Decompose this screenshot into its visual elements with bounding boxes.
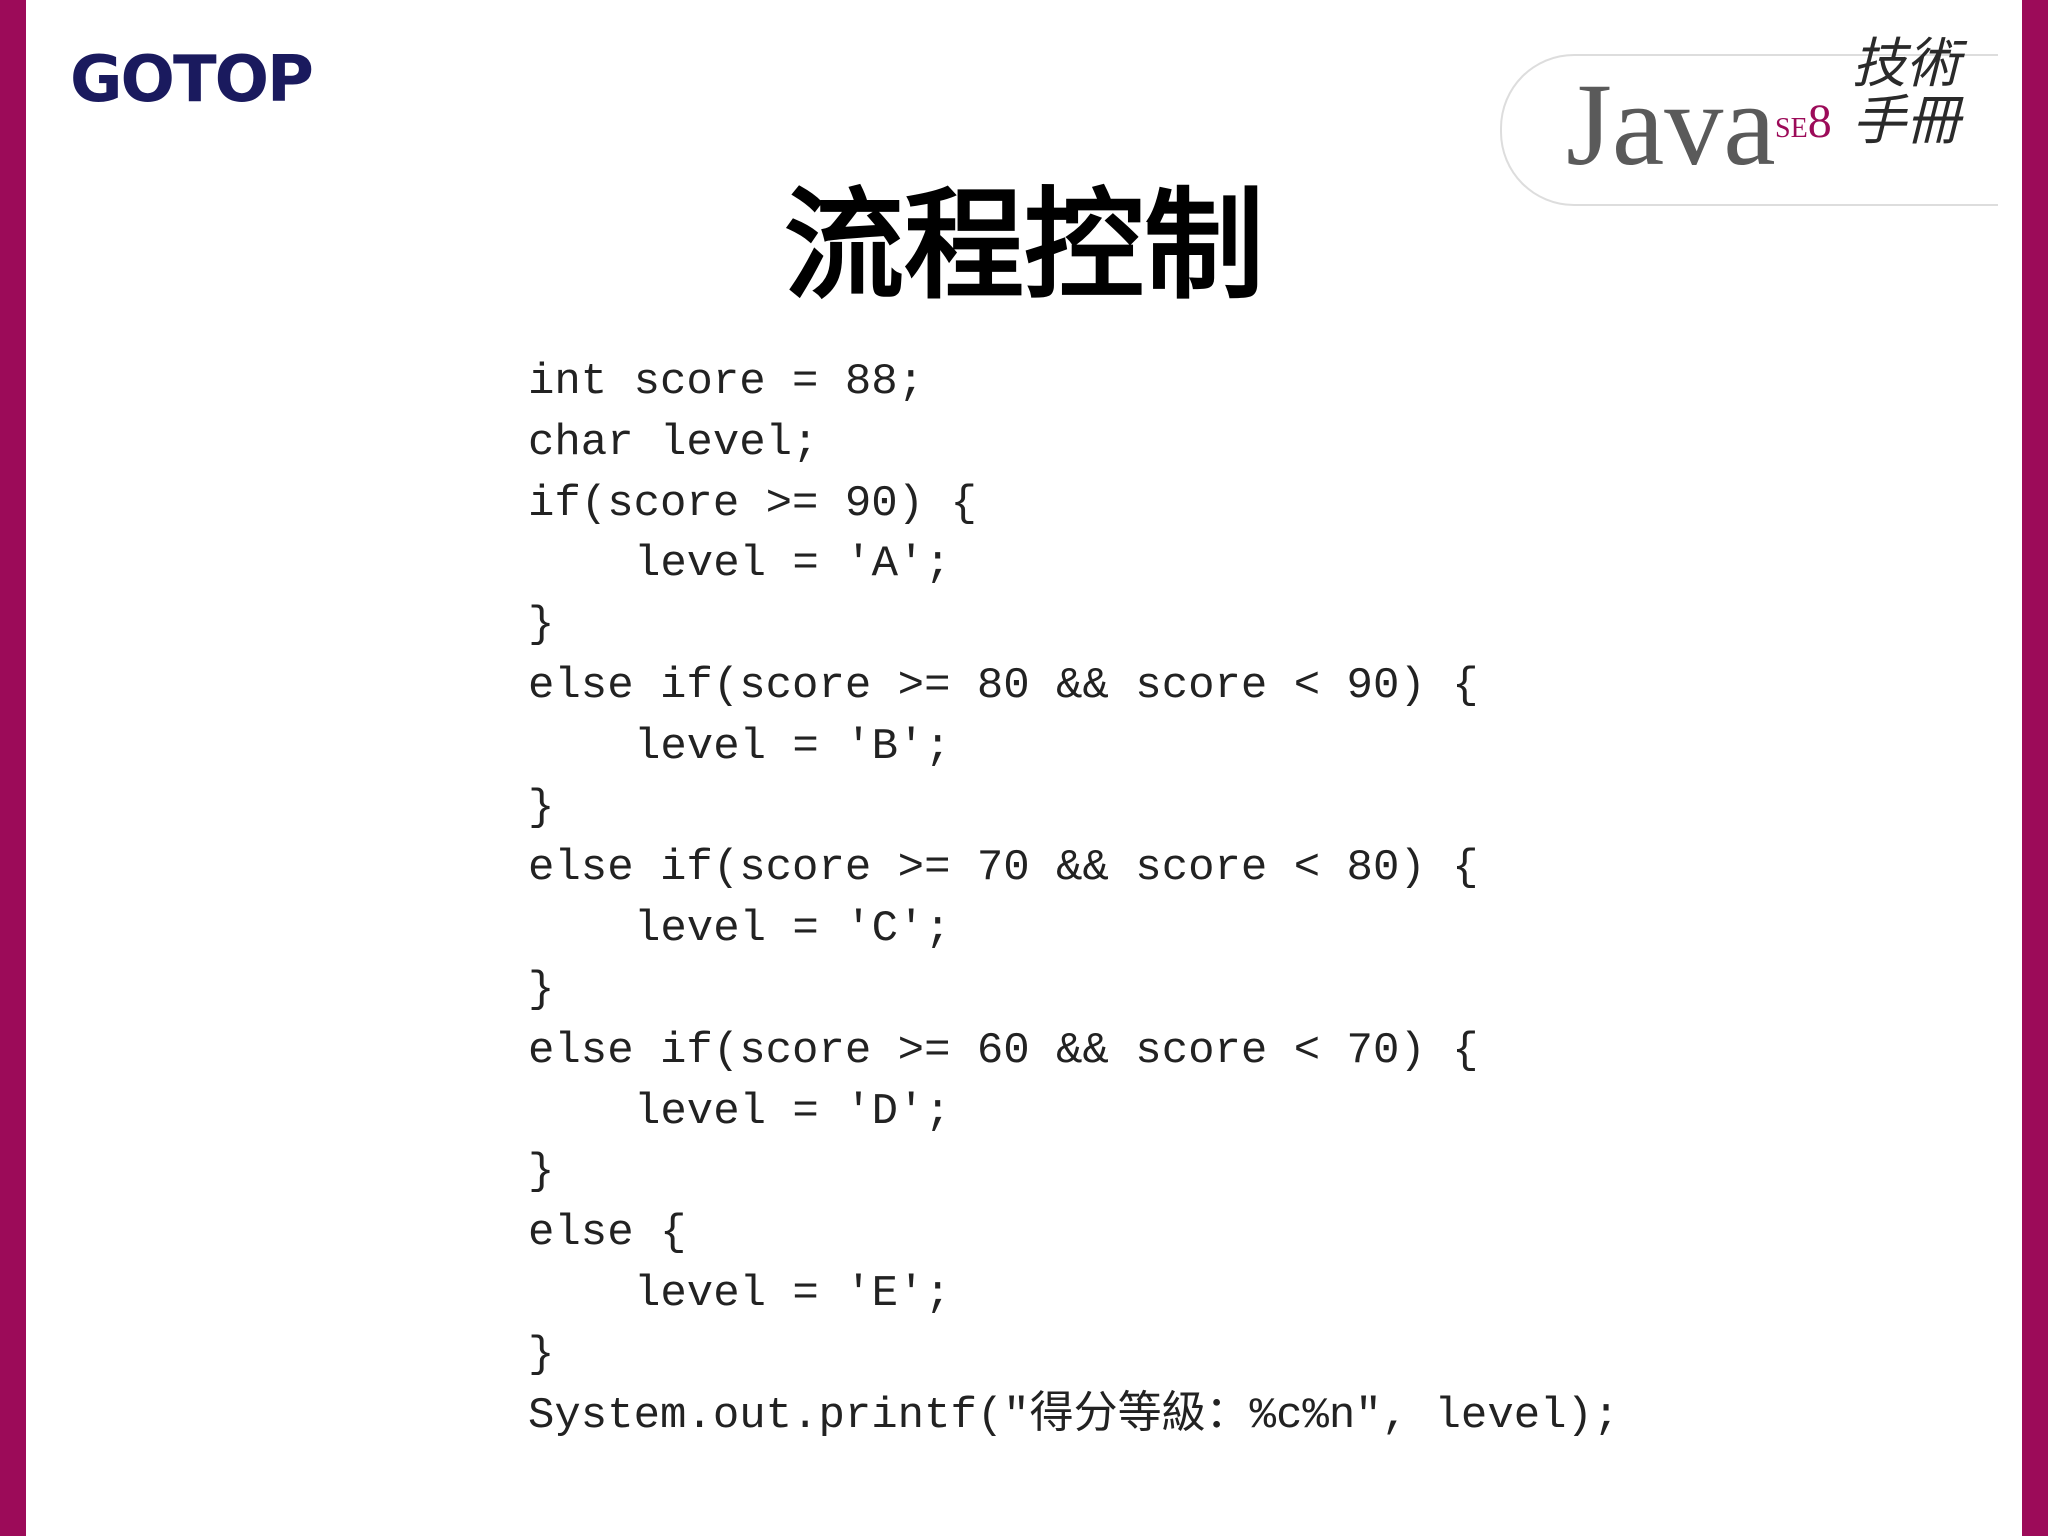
series-logo-word: Java xyxy=(1566,59,1776,190)
series-logo-version: 8 xyxy=(1807,95,1832,148)
code-line: else if(score >= 60 && score < 70) { xyxy=(528,1025,1479,1076)
series-logo-edition: SE xyxy=(1775,113,1808,144)
code-line: int score = 88; xyxy=(528,357,925,407)
code-line: char level; xyxy=(528,417,819,468)
code-line: } xyxy=(528,782,555,833)
code-line: } xyxy=(528,1147,555,1198)
code-line: } xyxy=(528,964,555,1015)
code-line: else { xyxy=(528,1208,687,1259)
code-line: } xyxy=(528,600,555,651)
code-line: else if(score >= 80 && score < 90) { xyxy=(528,660,1479,711)
code-line: level = 'D'; xyxy=(634,1086,951,1137)
series-logo-edition-mark: SE8 xyxy=(1775,98,1832,146)
code-line: level = 'E'; xyxy=(634,1268,951,1319)
slide-title: 流程控制 xyxy=(784,175,1264,316)
publisher-logo: GOTOP xyxy=(70,43,314,117)
code-line: System.out.printf("得分等級：%c%n", level); xyxy=(528,1390,1620,1441)
code-line: level = 'B'; xyxy=(634,721,951,772)
code-line: } xyxy=(528,1329,555,1380)
code-block: int score = 88; char level; if(score >= 90… xyxy=(528,352,1619,1446)
right-frame-border xyxy=(2022,0,2048,1536)
left-frame-border xyxy=(0,0,26,1536)
slide xyxy=(26,0,2022,1536)
series-logo: Java SE8 技術手冊 xyxy=(1500,32,1998,226)
code-line: if(score >= 90) { xyxy=(528,478,977,529)
code-line: level = 'C'; xyxy=(634,904,951,955)
series-logo-calligraphy: 技術手冊 xyxy=(1852,32,1960,152)
code-line: else if(score >= 70 && score < 80) { xyxy=(528,843,1479,894)
code-line: level = 'A'; xyxy=(634,539,951,590)
series-logo-badge xyxy=(1500,54,1998,206)
